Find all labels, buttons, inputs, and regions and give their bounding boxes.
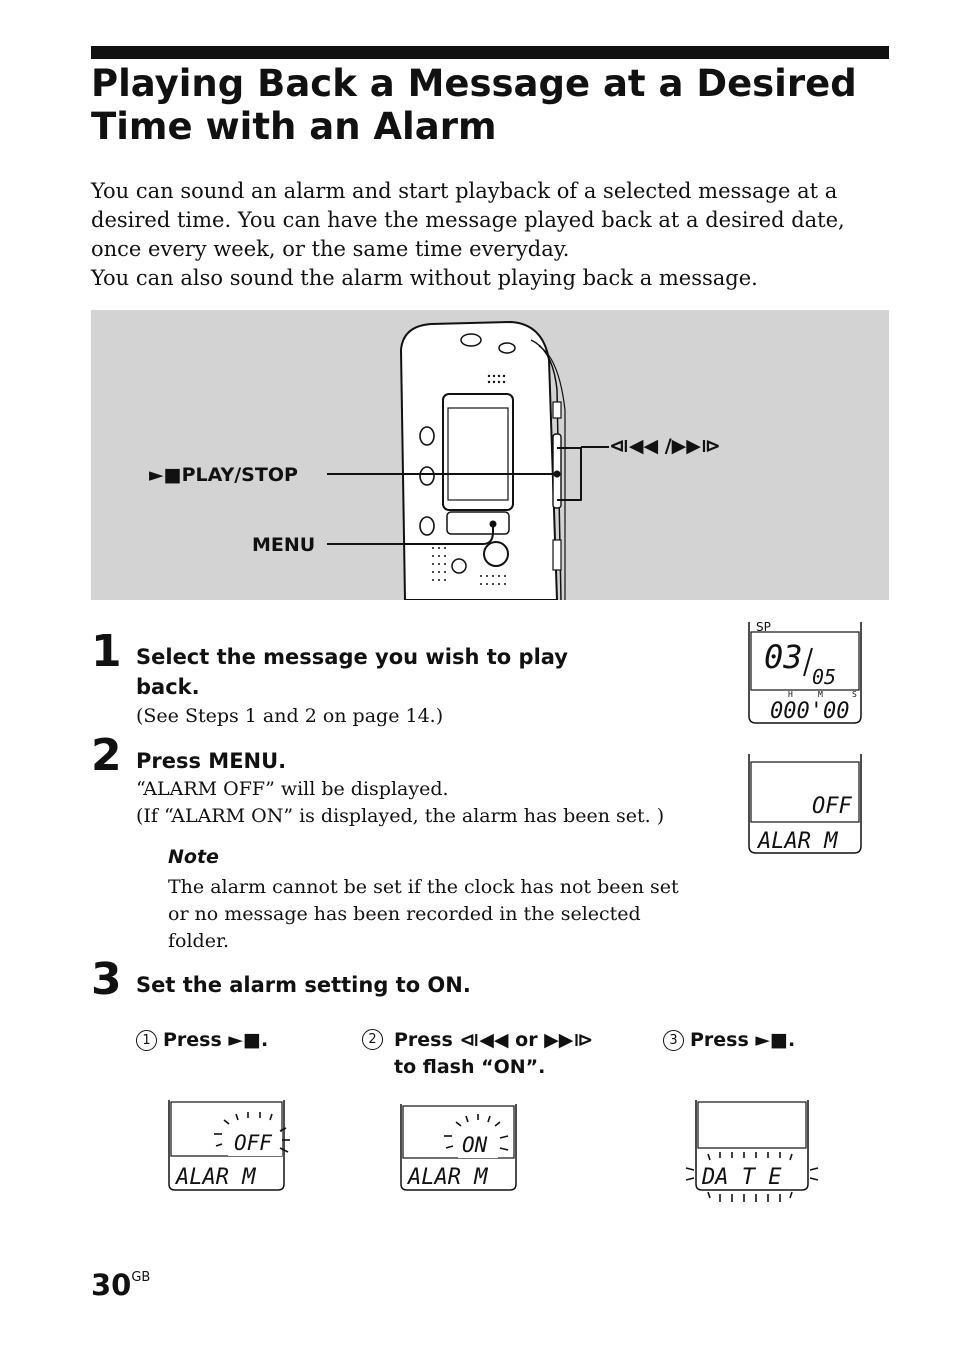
intro-paragraph-2: You can also sound the alarm without pla… xyxy=(91,266,758,290)
page-title: Playing Back a Message at a Desired Time… xyxy=(91,62,857,148)
menu-label: MENU xyxy=(252,534,316,556)
step-1-body: (See Steps 1 and 2 on page 14.) xyxy=(136,705,444,727)
step-3-heading: Set the alarm setting to ON. xyxy=(136,973,471,997)
lcd-substep-1-state: OFF xyxy=(234,1131,272,1155)
page-number: 30GB xyxy=(91,1268,150,1302)
lcd-substep-1-label: ALAR M xyxy=(174,1165,256,1190)
step-2-body-line-1: “ALARM OFF” will be displayed. xyxy=(136,778,449,800)
lcd-minutes-marker: M xyxy=(818,690,823,699)
lcd-total-messages: 05 xyxy=(812,665,836,689)
device-figure: ►■PLAY/STOP MENU ⧏◀◀ /▶▶⧐ xyxy=(91,310,889,600)
lcd-alarm-state: OFF xyxy=(812,794,852,819)
play-stop-label: ►■PLAY/STOP xyxy=(149,464,298,486)
substep-3: 3 Press ►■. xyxy=(663,1027,863,1054)
step-2-number: 2 xyxy=(91,730,122,781)
substep-2-marker: 2 xyxy=(362,1029,383,1050)
lcd-substep-1: OFF ALAR M xyxy=(168,1100,290,1191)
lcd-substep-2-label: ALAR M xyxy=(406,1165,488,1190)
lcd-display-message-counter: SP 03 05 H M S 000'00 xyxy=(748,620,862,724)
lcd-substep-2-state: ON xyxy=(462,1133,488,1157)
lcd-time: 000'00 xyxy=(770,699,849,724)
intro-text: You can sound an alarm and start playbac… xyxy=(91,177,881,293)
lcd-substep-3: DA T E xyxy=(685,1100,819,1202)
substep-3-text: Press ►■. xyxy=(690,1029,796,1051)
substep-1: 1 Press ►■. xyxy=(136,1027,336,1054)
step-1-number: 1 xyxy=(91,626,122,677)
substep-2: 2 Press ⧏◀◀ or ▶▶⧐ to flash “ON”. xyxy=(362,1027,622,1081)
lcd-substep-2: ON ALAR M xyxy=(400,1104,517,1191)
substep-1-text: Press ►■. xyxy=(163,1029,269,1051)
lcd-substep-3-label: DA T E xyxy=(701,1165,782,1190)
note-body: The alarm cannot be set if the clock has… xyxy=(168,876,679,952)
skip-label: ⧏◀◀ /▶▶⧐ xyxy=(609,435,721,457)
title-rule xyxy=(91,46,889,59)
lcd-message-number: 03 xyxy=(764,638,803,676)
substep-3-marker: 3 xyxy=(663,1030,684,1051)
step-2-heading: Press MENU. xyxy=(136,749,287,773)
lcd-mode-text: SP xyxy=(756,620,771,634)
substep-1-marker: 1 xyxy=(136,1030,157,1051)
recorder-illustration xyxy=(327,320,609,600)
note-heading: Note xyxy=(168,846,219,868)
step-3-number: 3 xyxy=(91,954,122,1005)
lcd-hours-marker: H xyxy=(788,690,793,699)
substep-2-text: Press ⧏◀◀ or ▶▶⧐ to flash “ON”. xyxy=(394,1029,594,1078)
step-2-body-line-2: (If “ALARM ON” is displayed, the alarm h… xyxy=(136,805,665,827)
page-number-suffix: GB xyxy=(131,1270,151,1285)
lcd-display-alarm-off: OFF ALAR M xyxy=(748,754,862,854)
lcd-alarm-label: ALAR M xyxy=(756,829,838,854)
page-number-value: 30 xyxy=(91,1268,132,1302)
intro-paragraph-1: You can sound an alarm and start playbac… xyxy=(91,179,845,261)
step-1-heading: Select the message you wish to play back… xyxy=(136,645,568,699)
lcd-seconds-marker: S xyxy=(852,690,857,699)
